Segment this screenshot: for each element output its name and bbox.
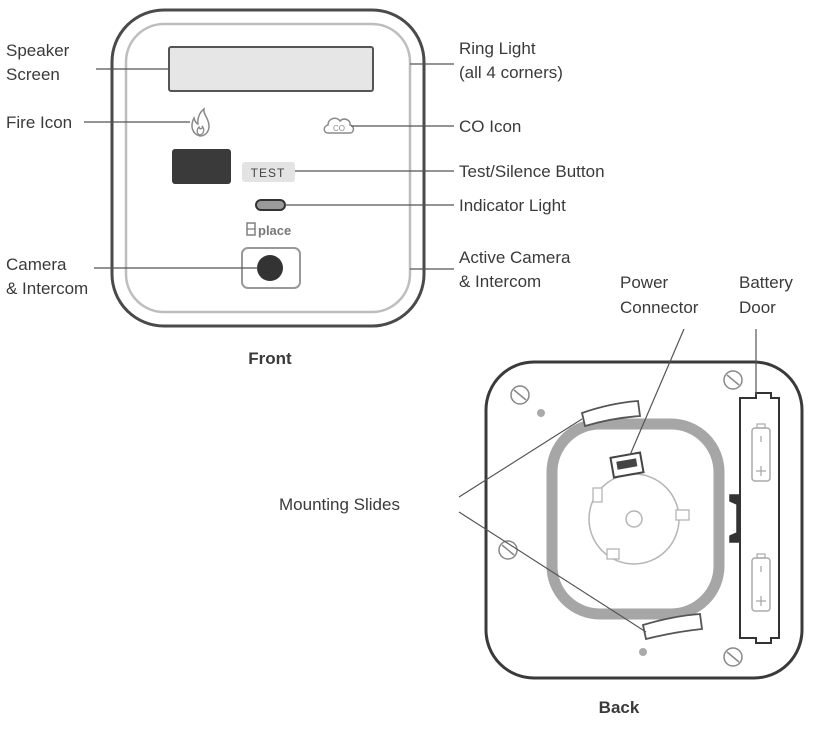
label-mounting-slides: Mounting Slides: [279, 495, 400, 514]
label-battery-door-1: Battery: [739, 273, 793, 292]
alignment-dot: [639, 648, 647, 656]
screw-icon: [510, 385, 530, 405]
black-panel: [172, 149, 231, 184]
label-fire-icon: Fire Icon: [6, 113, 72, 132]
place-logo: place: [246, 222, 291, 238]
label-ring-light-2: (all 4 corners): [459, 63, 563, 82]
camera-lens: [257, 255, 283, 281]
label-co-icon: CO Icon: [459, 117, 521, 136]
label-indicator-light: Indicator Light: [459, 196, 566, 215]
mounting-slide-top: [580, 400, 642, 428]
battery-icon: [751, 423, 771, 482]
test-button-label: TEST: [251, 166, 286, 180]
label-speaker-screen-1: Speaker: [6, 41, 70, 60]
label-active-camera-1: Active Camera: [459, 248, 571, 267]
label-ring-light-1: Ring Light: [459, 39, 536, 58]
front-view: CO TEST place Speaker Screen Fire Icon: [6, 8, 605, 368]
fire-icon: [191, 107, 210, 137]
mounting-slide-bottom: [641, 613, 704, 641]
caption-front: Front: [248, 349, 292, 368]
back-view: Power Connector Battery Door Mounting Sl…: [279, 273, 804, 717]
caption-back: Back: [599, 698, 640, 717]
battery-icon: [751, 553, 771, 612]
label-test-silence: Test/Silence Button: [459, 162, 605, 181]
speaker-screen: [168, 46, 374, 92]
logo-text: place: [258, 223, 291, 238]
label-active-camera-2: & Intercom: [459, 272, 541, 291]
label-battery-door-2: Door: [739, 298, 776, 317]
label-power-connector-2: Connector: [620, 298, 699, 317]
label-speaker-screen-2: Screen: [6, 65, 60, 84]
test-silence-button[interactable]: [242, 162, 295, 182]
co-icon: CO: [323, 117, 355, 134]
alignment-dot: [537, 409, 545, 417]
label-camera-1: Camera: [6, 255, 67, 274]
mount-plate: [588, 473, 690, 565]
label-camera-2: & Intercom: [6, 279, 88, 298]
screw-icon: [498, 540, 518, 560]
co-icon-text: CO: [333, 124, 345, 133]
mounting-ring: [546, 418, 725, 620]
screw-icon: [723, 647, 743, 667]
indicator-light: [255, 199, 286, 211]
power-connector: [609, 451, 645, 479]
screw-icon: [723, 370, 743, 390]
label-power-connector-1: Power: [620, 273, 669, 292]
